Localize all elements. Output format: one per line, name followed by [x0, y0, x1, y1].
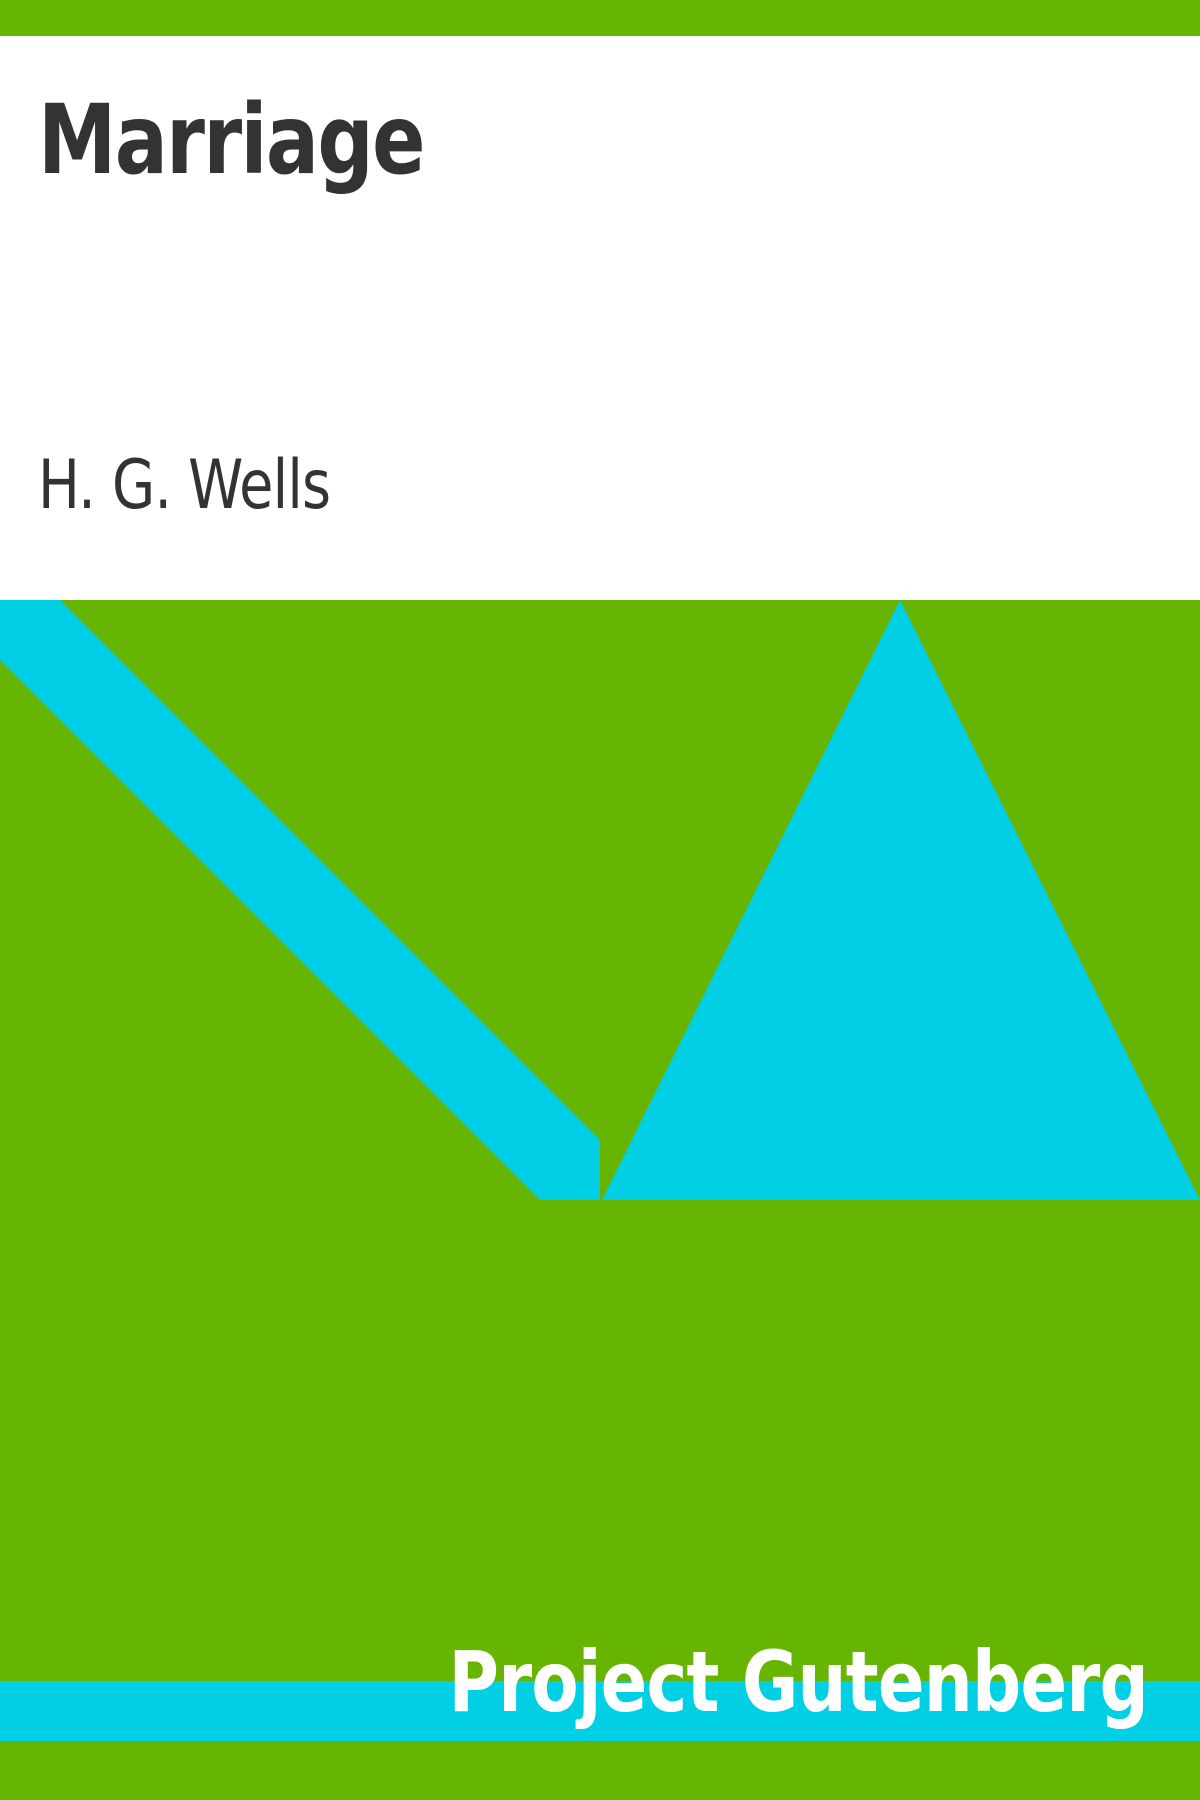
diagonal-band-shape	[0, 600, 600, 1200]
bottom-stripe	[0, 1681, 1200, 1741]
triangle-shape	[602, 600, 1200, 1200]
publisher-label: Project Gutenberg	[448, 1633, 1149, 1731]
title-panel	[0, 36, 1200, 600]
cover-artwork	[0, 600, 1200, 1200]
top-band	[0, 0, 1200, 36]
book-author: H. G. Wells	[38, 446, 331, 525]
book-title: Marriage	[38, 84, 425, 196]
